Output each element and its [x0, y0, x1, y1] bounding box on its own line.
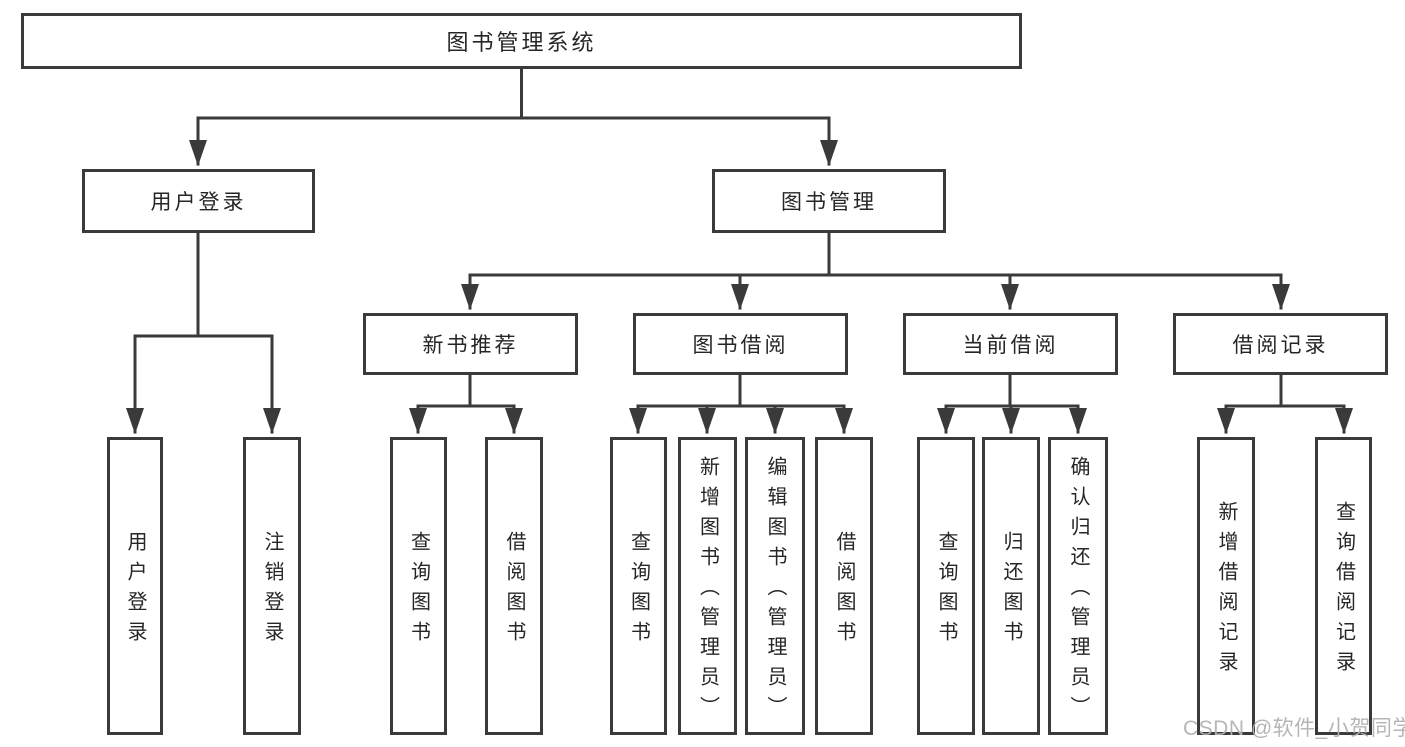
node-current-borrowing: 当前借阅: [903, 313, 1118, 375]
node-label: 查询图书: [935, 531, 957, 651]
node-label: 新增图书（管理员）: [696, 456, 719, 726]
leaf-borrow-books-recommend: 借阅图书: [485, 437, 543, 735]
node-label: 新书推荐: [422, 334, 519, 357]
node-label: 用户登录: [150, 191, 247, 214]
csdn-watermark: CSDN @软件_小贺同学: [1183, 717, 1405, 740]
node-label: 归还图书: [1000, 531, 1022, 651]
leaf-logout-login: 注销登录: [243, 437, 301, 735]
node-library-system: 图书管理系统: [21, 13, 1022, 69]
node-borrowing-records: 借阅记录: [1173, 313, 1388, 375]
node-label: 查询图书: [407, 531, 430, 651]
node-label: 用户登录: [124, 531, 146, 651]
node-label: 当前借阅: [962, 334, 1059, 357]
leaf-edit-books-admin: 编辑图书（管理员）: [745, 437, 805, 735]
leaf-query-books-borrow: 查询图书: [610, 437, 667, 735]
node-book-borrowing: 图书借阅: [633, 313, 848, 375]
leaf-add-borrow-record: 新增借阅记录: [1197, 437, 1255, 735]
node-label: 查询借阅记录: [1332, 501, 1355, 681]
leaf-add-books-admin: 新增图书（管理员）: [678, 437, 737, 735]
node-label: 图书管理: [781, 191, 877, 214]
node-label: 确认归还（管理员）: [1067, 456, 1089, 726]
node-label: 新增借阅记录: [1215, 501, 1237, 681]
node-label: 注销登录: [261, 531, 283, 651]
node-label: 借阅记录: [1232, 334, 1329, 357]
leaf-query-borrow-record: 查询借阅记录: [1315, 437, 1372, 735]
leaf-query-books-recommend: 查询图书: [390, 437, 447, 735]
leaf-user-login: 用户登录: [107, 437, 163, 735]
node-new-book-recommendation: 新书推荐: [363, 313, 578, 375]
leaf-confirm-return-admin: 确认归还（管理员）: [1048, 437, 1108, 735]
node-book-management: 图书管理: [712, 169, 946, 233]
node-label: 借阅图书: [503, 531, 525, 651]
node-label: 图书管理系统: [446, 30, 597, 55]
node-label: 借阅图书: [833, 531, 855, 651]
node-label: 编辑图书（管理员）: [764, 456, 786, 726]
leaf-borrow-books: 借阅图书: [815, 437, 873, 735]
node-label: 查询图书: [627, 531, 650, 651]
node-label: 图书借阅: [692, 334, 789, 357]
leaf-query-books-current: 查询图书: [917, 437, 975, 735]
node-user-login: 用户登录: [82, 169, 315, 233]
leaf-return-books: 归还图书: [982, 437, 1040, 735]
